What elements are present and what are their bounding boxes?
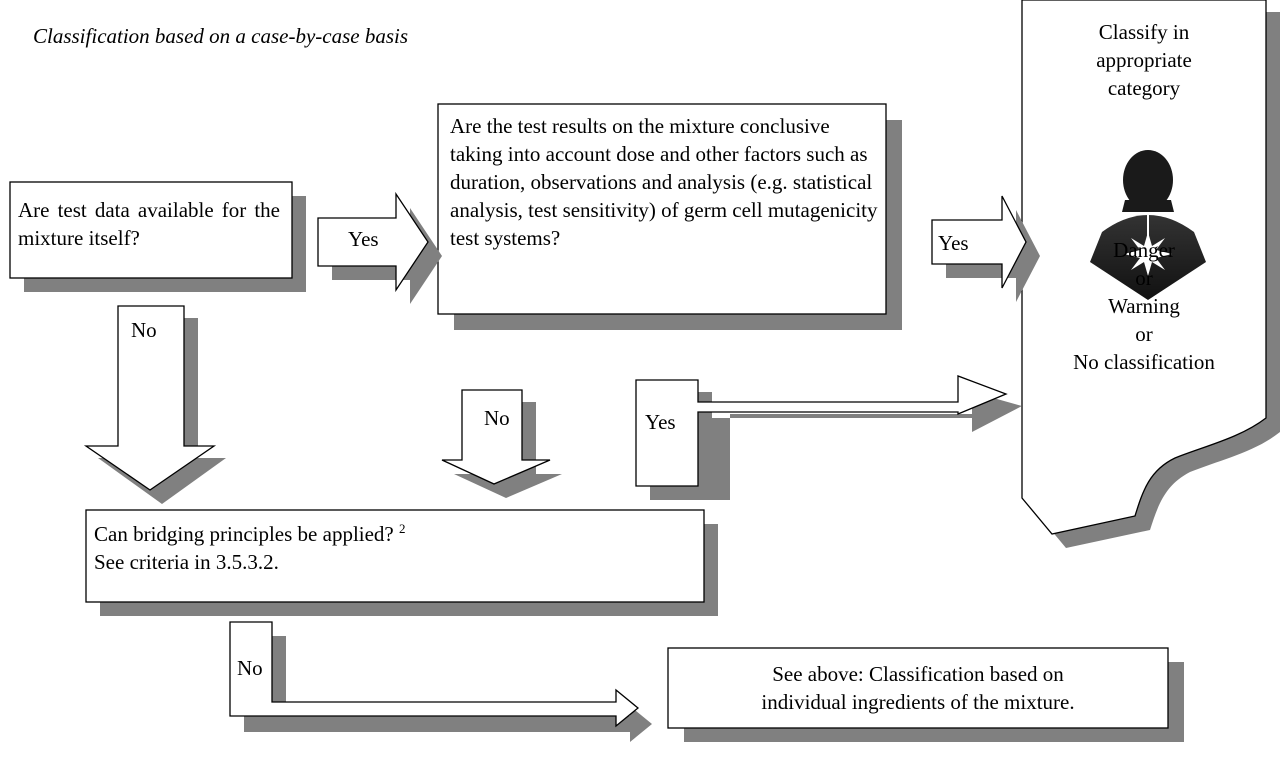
arrow-no-3 <box>229 621 652 742</box>
see-above-text: See above: Classification based on indiv… <box>668 660 1168 716</box>
classify-line-2: appropriate <box>1096 48 1192 72</box>
arrow-no-1 <box>83 305 226 504</box>
arrow-no-2-label: No <box>484 406 510 430</box>
arrow-no-2 <box>441 389 562 498</box>
outcome-warning: Warning <box>1108 294 1180 318</box>
arrow-yes-2-label: Yes <box>938 231 969 255</box>
classify-line-3: category <box>1107 76 1181 100</box>
arrow-yes-1-label: Yes <box>348 227 379 251</box>
arrow-no-3-label: No <box>237 656 263 680</box>
box-bridging <box>85 509 718 616</box>
question-conclusive: Are the test results on the mixture conc… <box>450 114 878 250</box>
arrow-yes-3 <box>635 375 1022 500</box>
page-title: Classification based on a case-by-case b… <box>33 24 409 48</box>
arrow-yes-1 <box>317 191 442 304</box>
outcome-danger: Danger <box>1113 238 1175 262</box>
see-above-line-1: See above: Classification based on <box>772 662 1064 686</box>
classify-line-1: Classify in <box>1098 20 1190 44</box>
see-above-line-2: individual ingredients of the mixture. <box>761 690 1075 714</box>
outcome-no-classification: No classification <box>1073 350 1215 374</box>
arrow-no-1-label: No <box>131 318 157 342</box>
bridging-criteria-text: See criteria in 3.5.3.2. <box>94 550 279 574</box>
outcome-or-2: or <box>1135 322 1153 346</box>
outcome-text: Danger or Warning or No classification <box>1022 236 1266 376</box>
question-test-data: Are test data available for the mixture … <box>18 198 280 250</box>
arrow-yes-2 <box>931 195 1040 302</box>
question-bridging: Can bridging principles be applied? 2 Se… <box>94 520 694 576</box>
classify-text: Classify in appropriate category <box>1022 18 1266 102</box>
arrow-yes-3-label: Yes <box>645 410 676 434</box>
bridging-question-text: Can bridging principles be applied? <box>94 522 394 546</box>
footnote-marker: 2 <box>399 521 406 536</box>
health-hazard-icon <box>1090 150 1206 300</box>
outcome-or-1: or <box>1135 266 1153 290</box>
box-see-above <box>667 647 1184 742</box>
box-conclusive <box>437 103 902 330</box>
box-test-data <box>9 181 306 292</box>
